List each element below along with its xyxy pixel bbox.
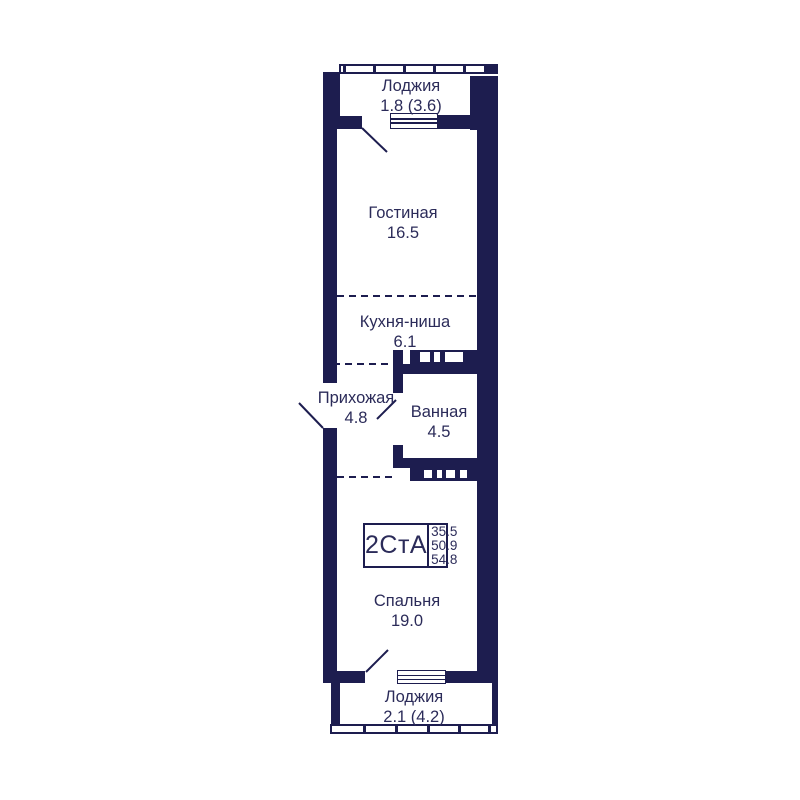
- glazing-mullion: [433, 66, 436, 72]
- room-label-kitchen: Кухня-ниша 6.1: [360, 312, 450, 352]
- room-label-loggia-top: Лоджия 1.8 (3.6): [380, 76, 441, 116]
- wall-bath-left-stub-top: [393, 350, 403, 393]
- loggia-top-glazing: [339, 64, 498, 74]
- bath-vent-duct-top: [410, 350, 477, 364]
- room-name: Кухня-ниша: [359, 313, 451, 331]
- vent-slot: [424, 470, 432, 478]
- vent-slot: [420, 352, 430, 362]
- wall-left-lower: [323, 428, 337, 683]
- dashed-divider-hall-bedroom: [337, 476, 397, 478]
- room-area: 2.1 (4.2): [383, 708, 445, 726]
- unit-type-label: 2СтА: [365, 531, 428, 559]
- room-name: Прихожая: [317, 389, 395, 407]
- vent-slot: [460, 470, 467, 478]
- vent-slot: [446, 470, 455, 478]
- wall-left-upper: [323, 72, 337, 383]
- wall-loggia-bottom-left: [331, 683, 340, 727]
- room-name: Лоджия: [381, 77, 441, 95]
- room-area: 1.8 (3.6): [380, 97, 442, 115]
- room-label-bath: Ванная 4.5: [411, 402, 468, 442]
- room-name: Лоджия: [384, 688, 444, 706]
- room-label-hall: Прихожая 4.8: [318, 388, 394, 428]
- glazing-mullion: [363, 726, 366, 732]
- room-area: 19.0: [390, 612, 424, 630]
- door-swing-living-balcony: [361, 127, 388, 153]
- glazing-mullion: [488, 726, 491, 732]
- unit-area-living: 35.5: [431, 523, 458, 539]
- sill-line: [398, 674, 445, 676]
- door-swing-bedroom-balcony: [365, 649, 389, 673]
- glazing-end-block: [484, 65, 498, 74]
- room-area: 16.5: [386, 224, 420, 242]
- room-name: Ванная: [410, 403, 468, 421]
- glazing-mullion: [343, 66, 346, 72]
- wall-bath-bottom: [403, 458, 477, 468]
- unit-type-box: 2СтА 35.5 50.9 54.8: [363, 523, 457, 568]
- vent-slot: [445, 352, 463, 362]
- room-area: 4.8: [344, 409, 368, 427]
- room-area: 6.1: [393, 333, 417, 351]
- sill-line: [391, 122, 437, 124]
- wall-living-top-stub: [337, 116, 362, 129]
- room-name: Гостиная: [368, 204, 438, 222]
- vent-slot: [437, 470, 442, 478]
- loggia-bottom-glazing: [330, 724, 498, 734]
- window-sill-top: [390, 113, 438, 129]
- room-name: Спальня: [373, 592, 441, 610]
- glazing-mullion: [403, 66, 406, 72]
- room-area: 4.5: [427, 423, 451, 441]
- unit-areas: 35.5 50.9 54.8: [427, 523, 458, 567]
- wall-loggia-bottom-right: [492, 683, 498, 727]
- glazing-mullion: [373, 66, 376, 72]
- wall-bath-top: [403, 364, 477, 374]
- glazing-mullion: [427, 726, 430, 732]
- dashed-divider-kitchen-hall: [333, 363, 397, 365]
- dashed-divider-living-kitchen: [337, 295, 477, 297]
- sill-line: [391, 118, 437, 120]
- bath-vent-duct-bottom: [410, 468, 477, 481]
- wall-bedroom-bottom-right: [446, 671, 498, 683]
- room-label-living: Гостиная 16.5: [368, 203, 437, 243]
- wall-right: [477, 76, 498, 683]
- vent-slot: [434, 352, 440, 362]
- glazing-mullion: [463, 66, 466, 72]
- room-label-loggia-bottom: Лоджия 2.1 (4.2): [383, 687, 444, 727]
- sill-line: [398, 678, 445, 680]
- room-label-bedroom: Спальня 19.0: [374, 591, 440, 631]
- wall-bedroom-bottom-left: [323, 671, 365, 683]
- glazing-mullion: [395, 726, 398, 732]
- glazing-mullion: [458, 726, 461, 732]
- window-sill-bottom: [397, 670, 446, 684]
- wall-bath-left-stub-bottom: [393, 445, 403, 468]
- unit-area-total: 54.8: [431, 551, 458, 567]
- wall-living-top-right: [438, 115, 498, 129]
- unit-area-useful: 50.9: [431, 537, 458, 553]
